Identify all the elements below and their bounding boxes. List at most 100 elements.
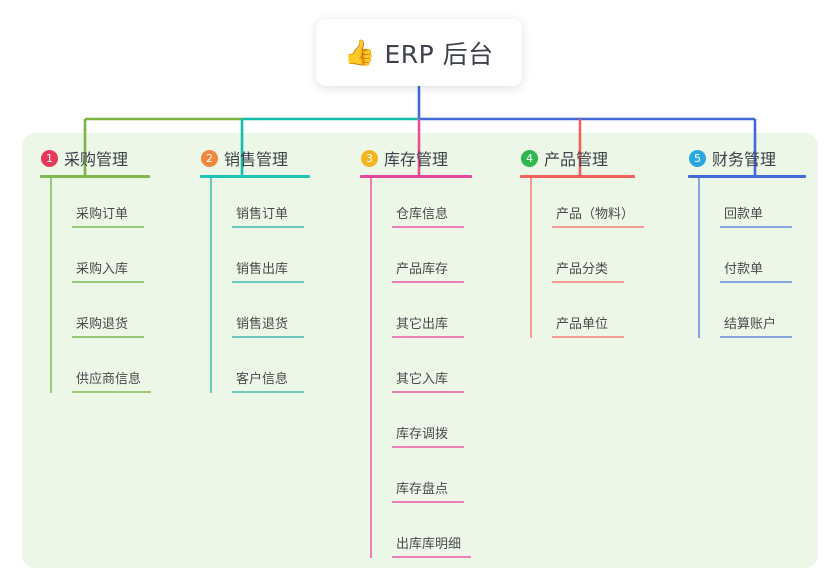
branch-column-2: 2 销售管理销售订单销售出库销售退货客户信息 (182, 146, 342, 398)
leaf-underline (392, 446, 464, 448)
branch-items-3: 仓库信息产品库存其它出库其它入库库存调拨库存盘点出库库明细 (370, 178, 502, 563)
leaf-item[interactable]: 出库库明细 (392, 508, 502, 563)
leaf-item[interactable]: 付款单 (720, 233, 830, 288)
branch-title-1: 采购管理 (64, 150, 129, 169)
leaf-underline (72, 226, 144, 228)
leaf-underline (232, 281, 304, 283)
leaf-underline (552, 281, 624, 283)
leaf-underline (552, 226, 644, 228)
leaf-label: 销售出库 (236, 262, 289, 277)
leaf-item[interactable]: 结算账户 (720, 288, 830, 343)
branch-items-1: 采购订单采购入库采购退货供应商信息 (50, 178, 182, 398)
branch-items-4: 产品（物料） 产品分类产品单位 (530, 178, 662, 343)
branch-badge-4: 4 (521, 149, 538, 167)
branch-header-5[interactable]: 5 财务管理 (670, 146, 830, 170)
leaf-label: 产品分类 (556, 262, 609, 277)
branch-spine-3 (370, 178, 372, 558)
leaf-item[interactable]: 销售出库 (232, 233, 342, 288)
leaf-item[interactable]: 采购订单 (72, 178, 182, 233)
branch-column-4: 4 产品管理产品（物料） 产品分类产品单位 (502, 146, 662, 343)
branch-underline-1 (40, 175, 150, 178)
branch-spine-4 (530, 178, 532, 338)
leaf-item[interactable]: 仓库信息 (392, 178, 502, 233)
leaf-item[interactable]: 销售退货 (232, 288, 342, 343)
leaf-item[interactable]: 其它出库 (392, 288, 502, 343)
leaf-underline (392, 336, 464, 338)
leaf-label: 库存调拨 (396, 427, 449, 442)
branch-badge-2: 2 (201, 149, 218, 167)
leaf-label: 客户信息 (236, 372, 289, 387)
leaf-underline (72, 391, 151, 393)
branch-title-3: 库存管理 (384, 150, 449, 169)
leaf-label: 其它出库 (396, 317, 449, 332)
branch-header-4[interactable]: 4 产品管理 (502, 146, 662, 170)
leaf-item[interactable]: 采购退货 (72, 288, 182, 343)
leaf-item[interactable]: 销售订单 (232, 178, 342, 233)
leaf-item[interactable]: 采购入库 (72, 233, 182, 288)
branch-title-4: 产品管理 (544, 150, 609, 169)
branch-underline-4 (520, 175, 635, 178)
leaf-underline (392, 501, 464, 503)
leaf-label: 库存盘点 (396, 482, 449, 497)
branch-column-3: 3 库存管理仓库信息产品库存其它出库其它入库库存调拨库存盘点出库库明细 (342, 146, 502, 563)
leaf-item[interactable]: 产品（物料） (552, 178, 662, 233)
leaf-label: 采购退货 (76, 317, 129, 332)
leaf-label: 出库库明细 (396, 537, 462, 552)
leaf-underline (392, 281, 464, 283)
leaf-underline (232, 336, 304, 338)
leaf-underline (72, 336, 144, 338)
branch-column-1: 1 采购管理采购订单采购入库采购退货供应商信息 (22, 146, 182, 398)
leaf-item[interactable]: 供应商信息 (72, 343, 182, 398)
leaf-item[interactable]: 回款单 (720, 178, 830, 233)
leaf-underline (720, 226, 792, 228)
leaf-underline (232, 226, 304, 228)
branch-spine-2 (210, 178, 212, 393)
leaf-underline (720, 281, 792, 283)
branch-underline-5 (688, 175, 806, 178)
leaf-underline (392, 391, 464, 393)
root-node[interactable]: 👍 ERP 后台 (316, 19, 522, 86)
leaf-label: 产品单位 (556, 317, 609, 332)
branches-panel (22, 133, 818, 568)
leaf-item[interactable]: 产品单位 (552, 288, 662, 343)
leaf-item[interactable]: 产品库存 (392, 233, 502, 288)
branch-underline-3 (360, 175, 472, 178)
leaf-item[interactable]: 客户信息 (232, 343, 342, 398)
branch-header-3[interactable]: 3 库存管理 (342, 146, 502, 170)
leaf-label: 仓库信息 (396, 207, 449, 222)
leaf-item[interactable]: 其它入库 (392, 343, 502, 398)
leaf-item[interactable]: 产品分类 (552, 233, 662, 288)
branch-badge-3: 3 (361, 149, 378, 167)
thumbs-up-icon: 👍 (344, 38, 376, 67)
leaf-label: 采购入库 (76, 262, 129, 277)
leaf-label: 销售订单 (236, 207, 289, 222)
leaf-underline (392, 226, 464, 228)
branch-title-5: 财务管理 (712, 150, 777, 169)
leaf-underline (232, 391, 304, 393)
leaf-underline (720, 336, 792, 338)
branch-spine-5 (698, 178, 700, 338)
branch-items-5: 回款单付款单结算账户 (698, 178, 830, 343)
leaf-item[interactable]: 库存盘点 (392, 453, 502, 508)
leaf-underline (552, 336, 624, 338)
leaf-label: 结算账户 (724, 317, 777, 332)
leaf-label: 供应商信息 (76, 372, 142, 387)
leaf-label: 回款单 (724, 207, 764, 222)
branch-title-2: 销售管理 (224, 150, 289, 169)
branch-header-1[interactable]: 1 采购管理 (22, 146, 182, 170)
leaf-item[interactable]: 库存调拨 (392, 398, 502, 453)
branch-items-2: 销售订单销售出库销售退货客户信息 (210, 178, 342, 398)
branch-badge-1: 1 (41, 149, 58, 167)
leaf-label: 付款单 (724, 262, 764, 277)
root-label: ERP 后台 (384, 39, 494, 69)
leaf-label: 采购订单 (76, 207, 129, 222)
leaf-label: 其它入库 (396, 372, 449, 387)
leaf-label: 销售退货 (236, 317, 289, 332)
leaf-underline (72, 281, 144, 283)
branch-header-2[interactable]: 2 销售管理 (182, 146, 342, 170)
branch-badge-5: 5 (689, 149, 706, 167)
branch-column-5: 5 财务管理回款单付款单结算账户 (670, 146, 830, 343)
leaf-label: 产品库存 (396, 262, 449, 277)
leaf-underline (392, 556, 471, 558)
